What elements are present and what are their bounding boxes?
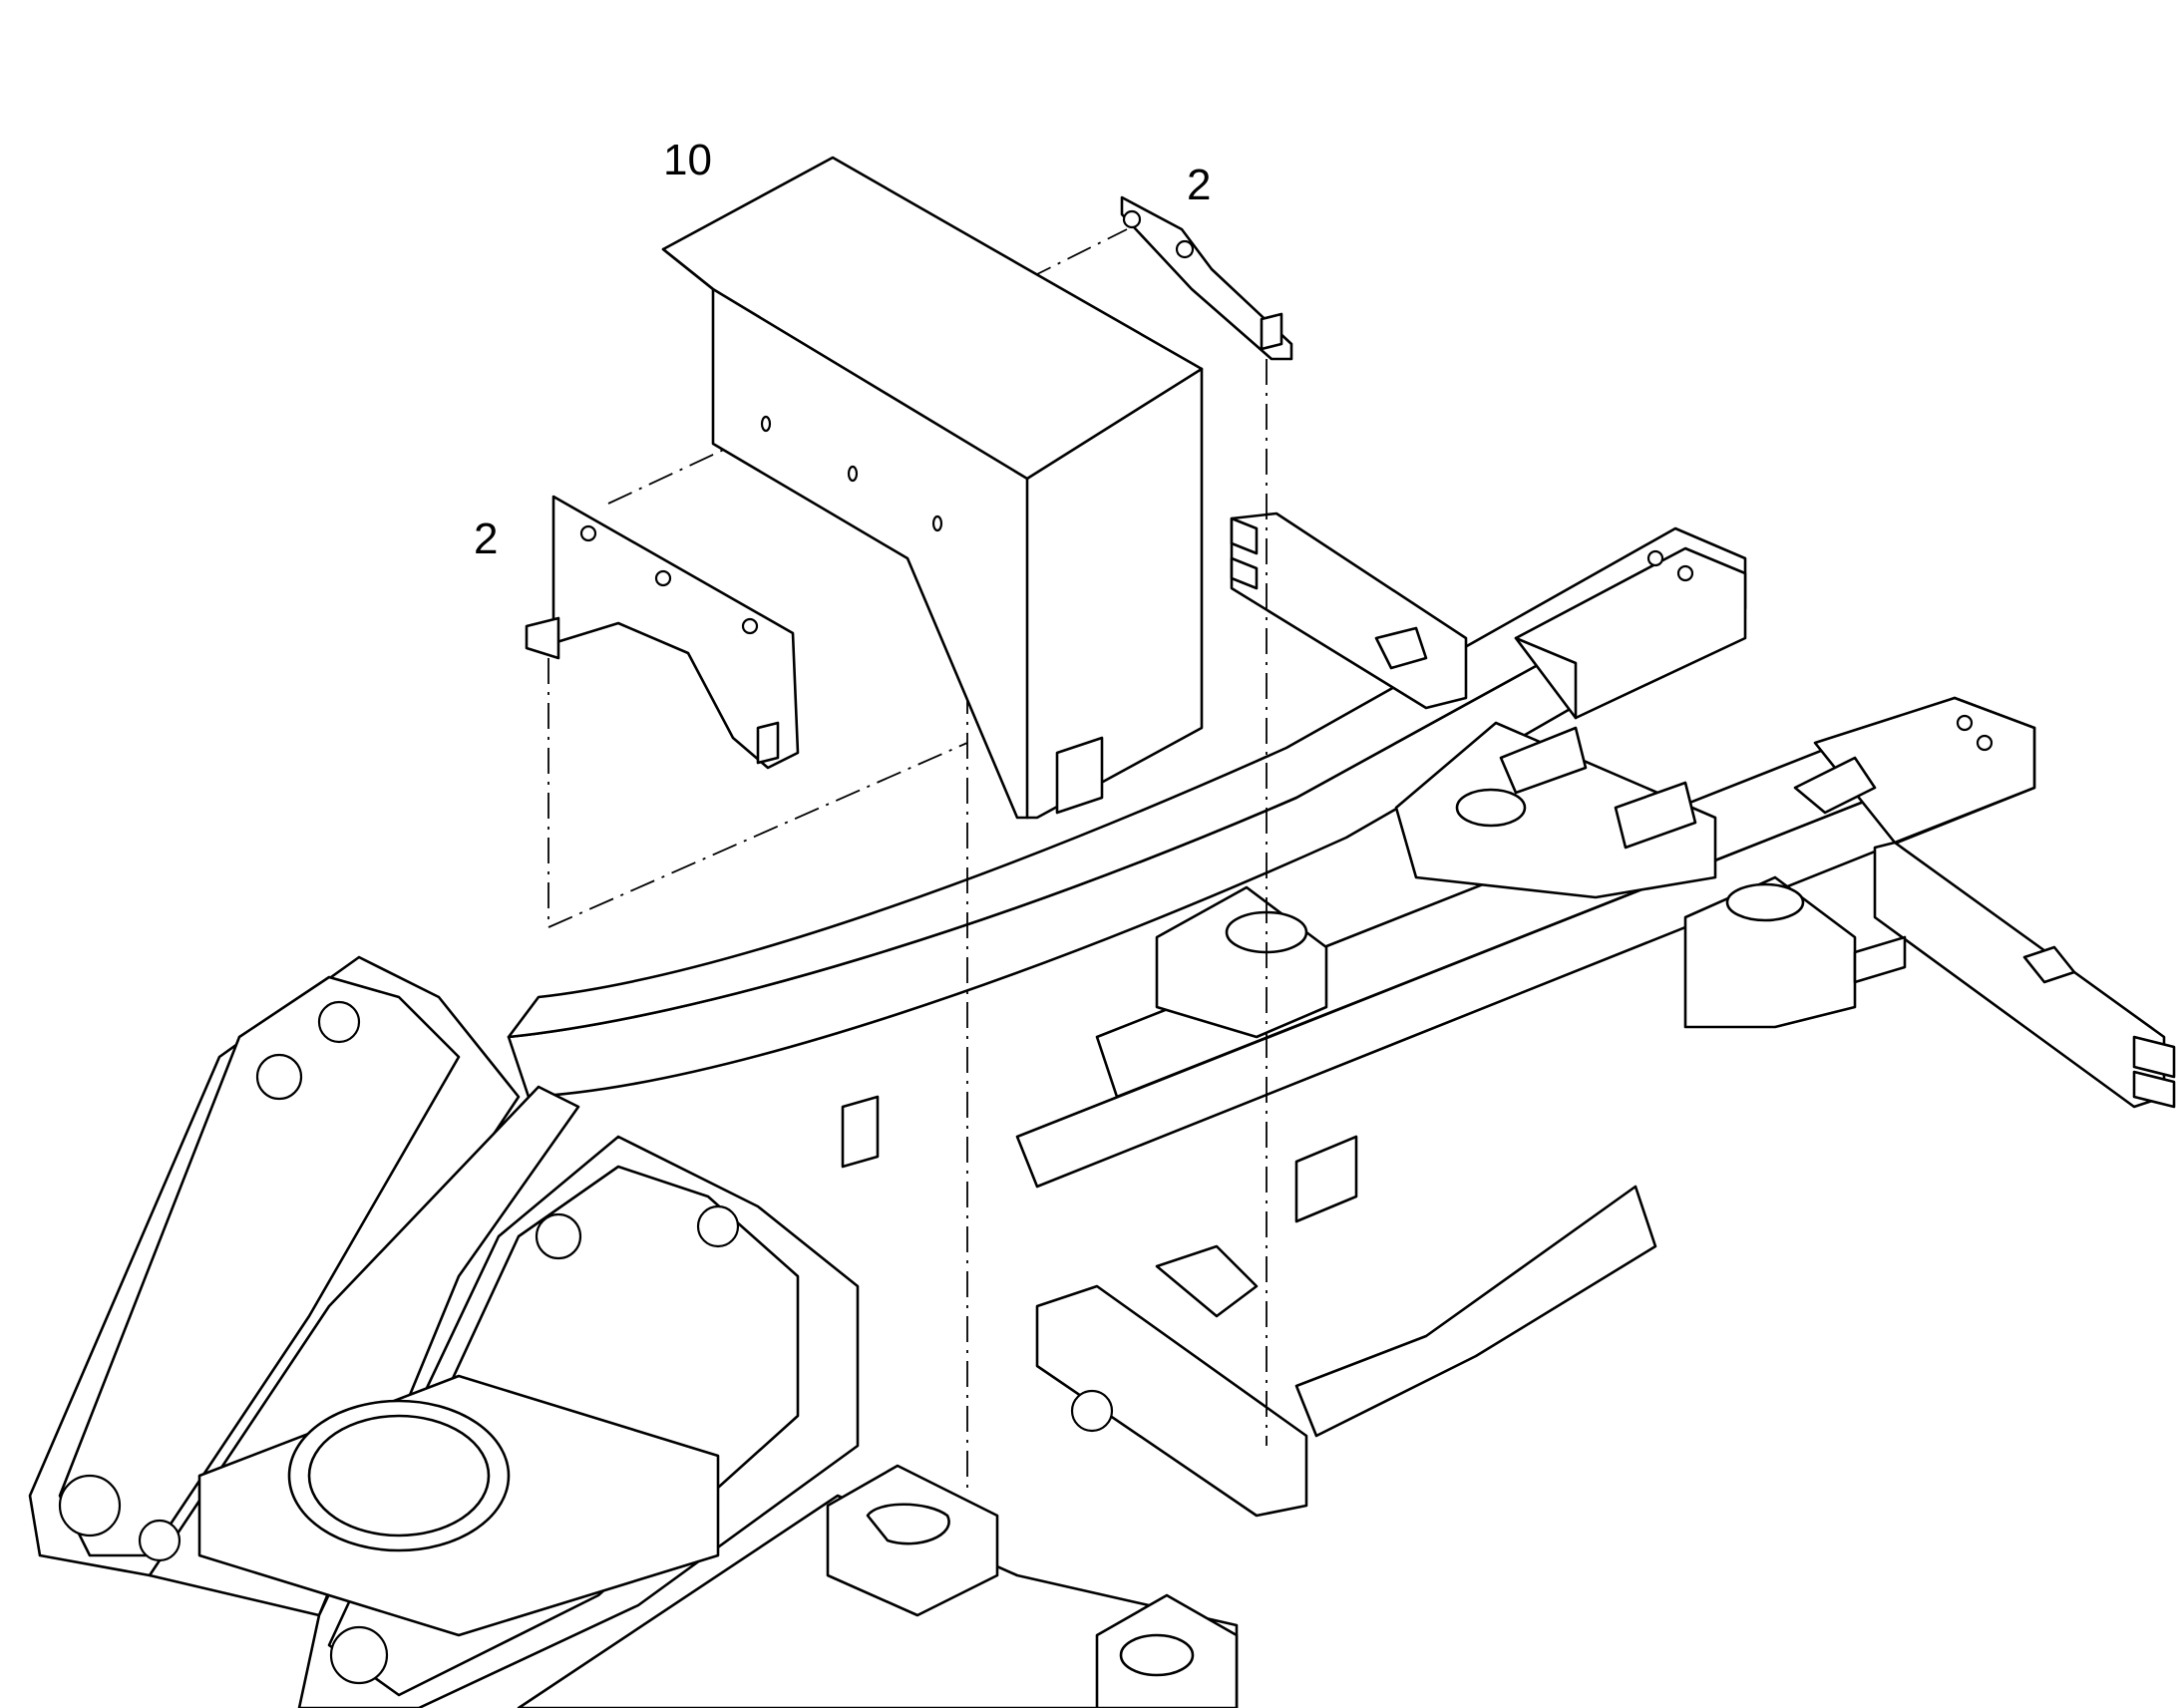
base-plate [197,1374,720,1637]
front-cross-frame [1035,1185,1657,1518]
right-side-beam [1015,696,2036,1189]
small-block [841,1095,880,1169]
center-saddle [1394,721,1717,899]
right-support-tower [1683,875,1907,1029]
middle-long-beam [507,526,1747,1099]
small-block [1294,1135,1358,1223]
bracket-part-2-right [1120,195,1293,361]
callout-label-10: 10 [663,136,712,184]
bottom-frame [517,1464,1239,1708]
machine-frame [28,512,2176,1708]
upper-cross-arm [1230,512,1468,710]
right-cross-arm [1873,841,2176,1109]
cover-part-10 [661,156,1204,820]
bracket-part-2-left [525,495,800,770]
callout-label-2-left: 2 [474,514,498,563]
callout-label-2-right: 2 [1187,161,1211,209]
